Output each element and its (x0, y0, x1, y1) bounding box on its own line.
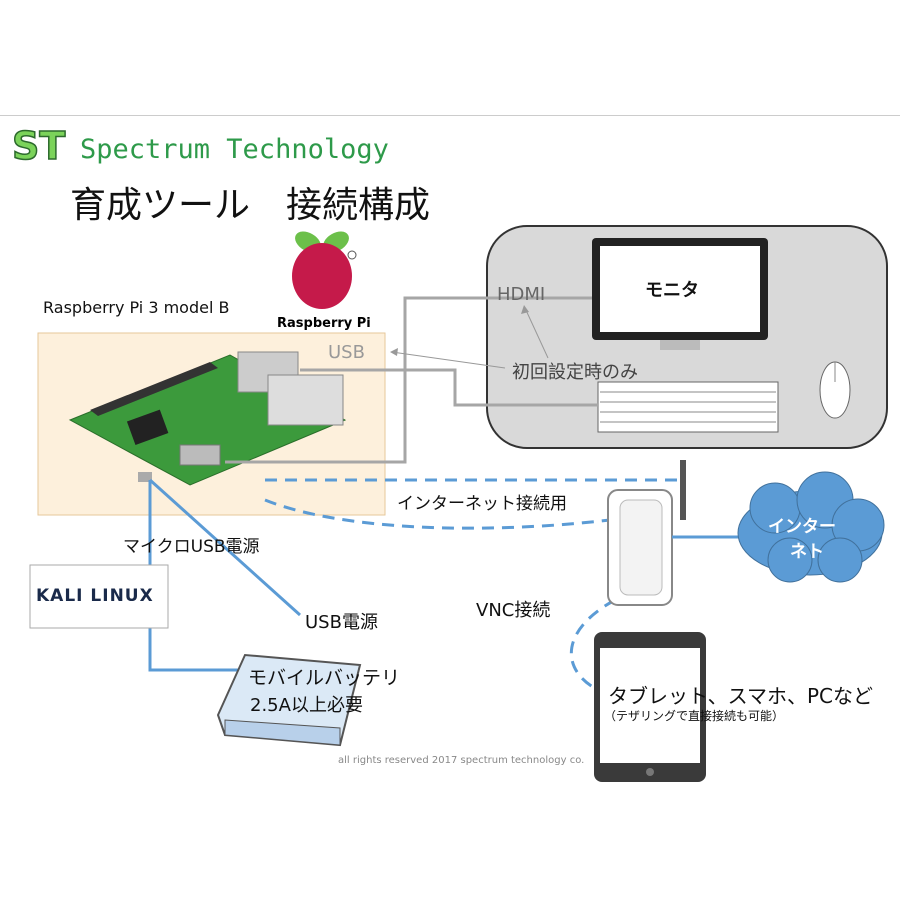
note-arrow-usb (391, 351, 506, 369)
tablet-icon (594, 632, 706, 782)
internet-cloud-icon (737, 471, 885, 583)
monitor-label: モニタ (645, 280, 699, 301)
page-title: 育成ツール 接続構成 (70, 185, 431, 226)
kali-linux-box (29, 564, 169, 629)
usb-keyboard-cable (300, 368, 598, 407)
hdmi-cable (225, 296, 592, 464)
initial-setup-note: 初回設定時のみ (512, 362, 638, 383)
usb-power-cable (148, 478, 302, 617)
mouse-icon (819, 361, 851, 419)
st-logo-mark: ST (11, 123, 66, 169)
keyboard-icon (597, 381, 779, 433)
client-devices-label: タブレット、スマホ、PCなど (608, 684, 874, 708)
hdmi-label: HDMI (497, 284, 546, 305)
battery-requirement: 2.5A以上必要 (250, 695, 363, 716)
client-devices-sublabel: （テザリングで直接接続も可能） (604, 709, 785, 723)
raspberry-pi-logo-text: Raspberry Pi (277, 316, 371, 331)
raspberry-pi-logo-icon (292, 231, 357, 309)
micro-usb-power-label: マイクロUSB電源 (123, 537, 260, 557)
internet-connection-label: インターネット接続用 (397, 494, 567, 514)
wifi-router-icon (607, 460, 686, 606)
vnc-dashed-curve (569, 598, 616, 692)
vnc-label: VNC接続 (476, 600, 551, 621)
monitor-icon (592, 238, 768, 350)
battery-label: モバイルバッテリ (248, 667, 401, 689)
cloud-label-2: ネト (790, 542, 824, 562)
top-divider (0, 115, 900, 116)
copyright: all rights reserved 2017 spectrum techno… (338, 755, 585, 766)
mobile-battery-icon (216, 653, 362, 747)
raspberry-pi-board (68, 351, 347, 486)
raspberry-pi-model-label: Raspberry Pi 3 model B (43, 298, 230, 317)
micro-usb-cable (148, 480, 245, 672)
company-name: Spectrum Technology (80, 134, 389, 165)
kali-linux-logo: KALI LINUX (36, 586, 154, 606)
usb-power-label: USB電源 (305, 612, 378, 633)
cloud-label-1: インター (768, 517, 836, 537)
note-arrow-hdmi (524, 307, 549, 359)
usb-label: USB (328, 342, 365, 363)
